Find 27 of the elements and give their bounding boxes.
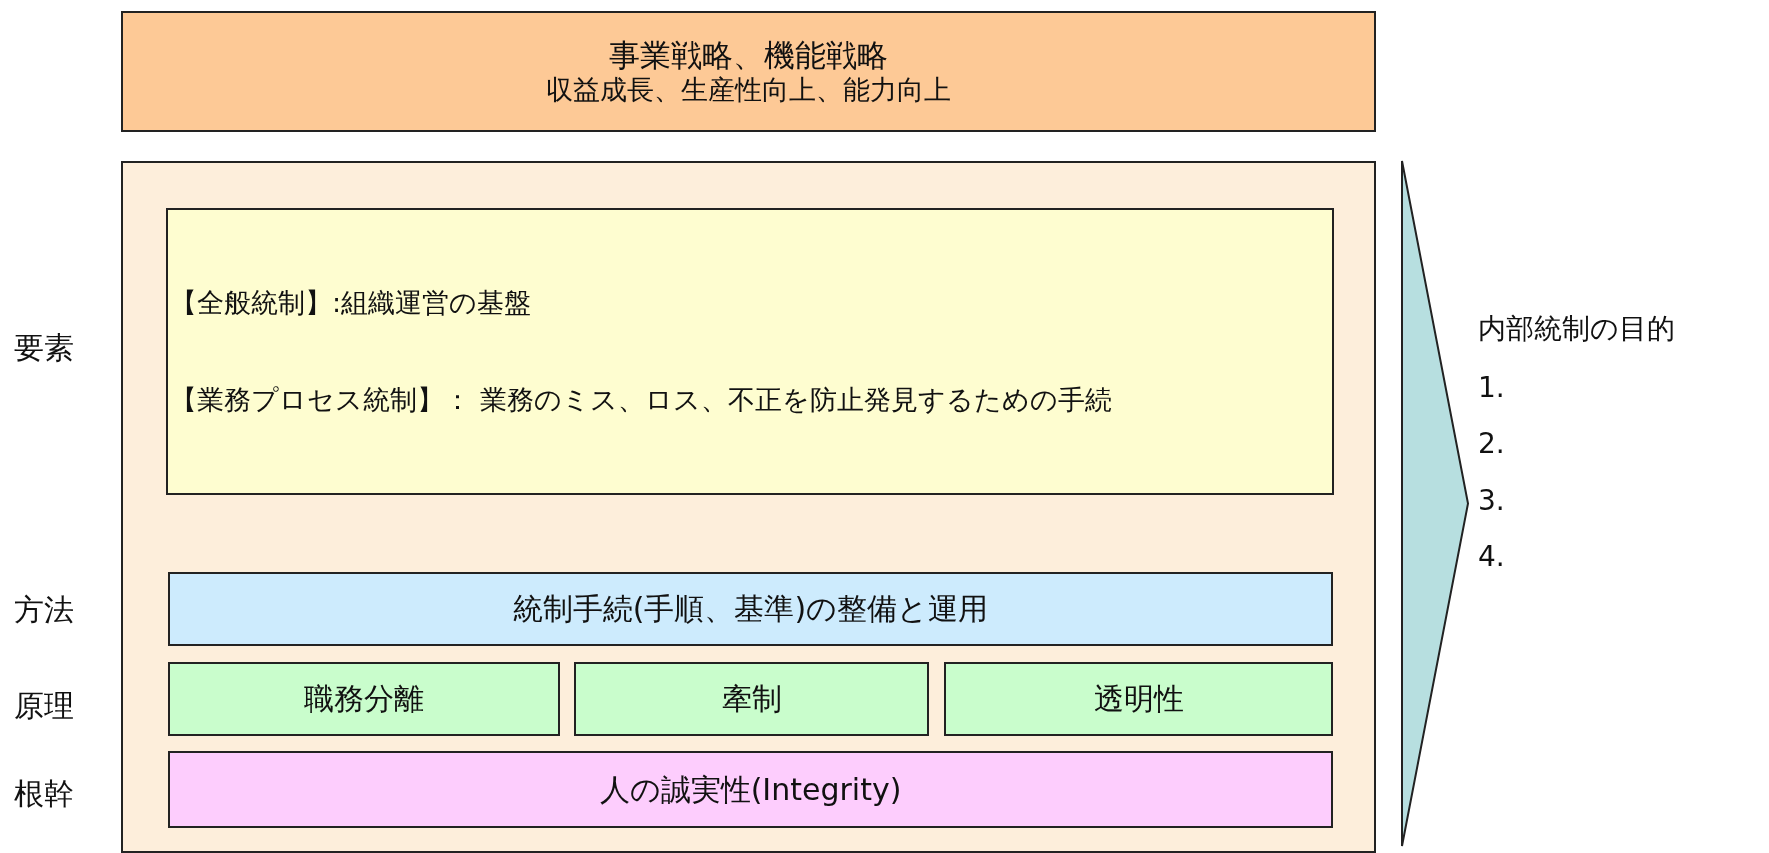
framework-panel — [121, 161, 1376, 853]
principle-box — [944, 662, 1333, 736]
box-text: 人の誠実性(Integrity) — [599, 771, 902, 808]
list-number: 4. — [1478, 540, 1505, 574]
subheading-text: 収益成長、生産性向上、能力向上 — [546, 73, 951, 107]
box-text: 職務分離 — [304, 681, 424, 717]
principle-box — [168, 662, 560, 736]
chevron-arrow — [1401, 160, 1469, 847]
list-number: 3. — [1478, 483, 1505, 518]
row-label: 方法 — [14, 591, 74, 629]
row-label: 原理 — [14, 687, 74, 725]
method-box — [168, 572, 1333, 646]
box-text: 牽制 — [721, 681, 782, 717]
box-text: 【業務プロセス統制】： 業務のミス、ロス、不正を防止発見するための手続 — [170, 383, 1112, 416]
elements-box — [166, 208, 1334, 495]
strategy-box — [121, 11, 1376, 132]
box-text: 統制手続(手順、基準)の整備と運用 — [512, 591, 989, 627]
row-label: 根幹 — [14, 775, 74, 813]
box-text: 透明性 — [1093, 681, 1184, 717]
box-text: 【全般統制】:組織運営の基盤 — [170, 287, 532, 320]
purpose-heading: 内部統制の目的 — [1478, 312, 1675, 346]
list-number: 1. — [1478, 370, 1505, 405]
foundation-box — [168, 751, 1333, 828]
row-label: 要素 — [14, 329, 74, 367]
principle-box — [574, 662, 929, 736]
heading-text: 事業戦略、機能戦略 — [609, 36, 888, 74]
list-number: 2. — [1478, 427, 1505, 461]
